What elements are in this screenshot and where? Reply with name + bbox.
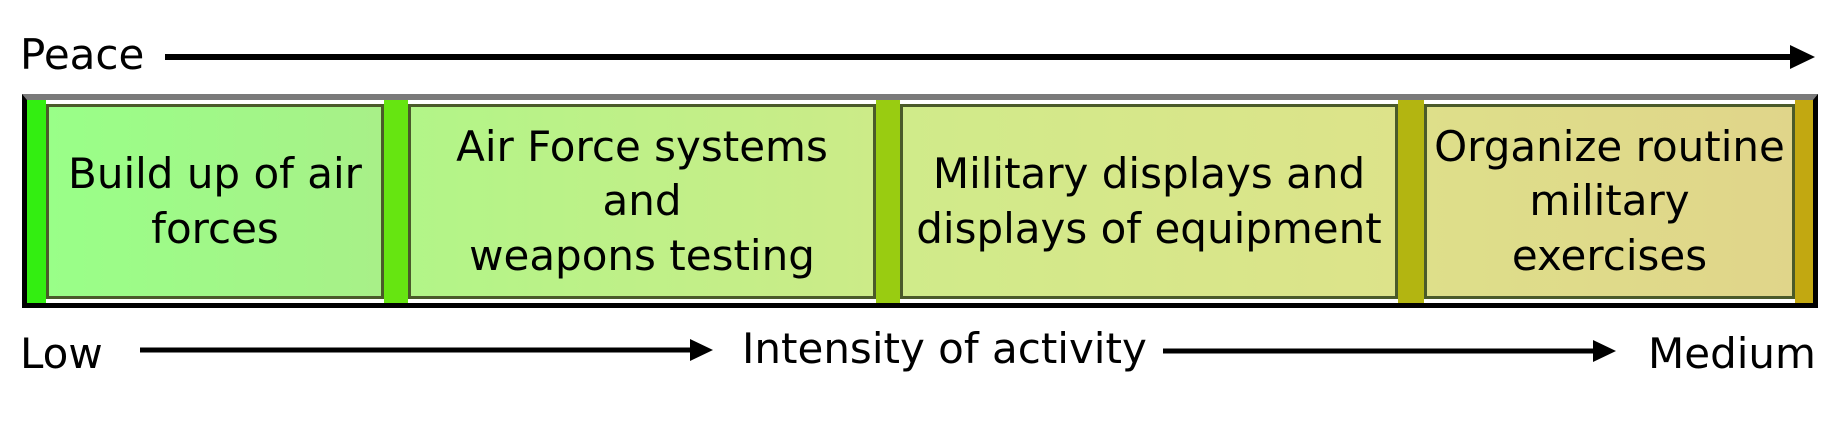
peace-label: Peace <box>20 30 145 79</box>
band-separator <box>1398 100 1424 303</box>
band-separator <box>384 100 408 303</box>
band-separator <box>876 100 900 303</box>
low-label: Low <box>20 329 103 378</box>
band-separator <box>1795 100 1813 303</box>
medium-label: Medium <box>1648 329 1816 378</box>
band-separator <box>27 100 46 303</box>
intensity-label: Intensity of activity <box>742 324 1147 373</box>
